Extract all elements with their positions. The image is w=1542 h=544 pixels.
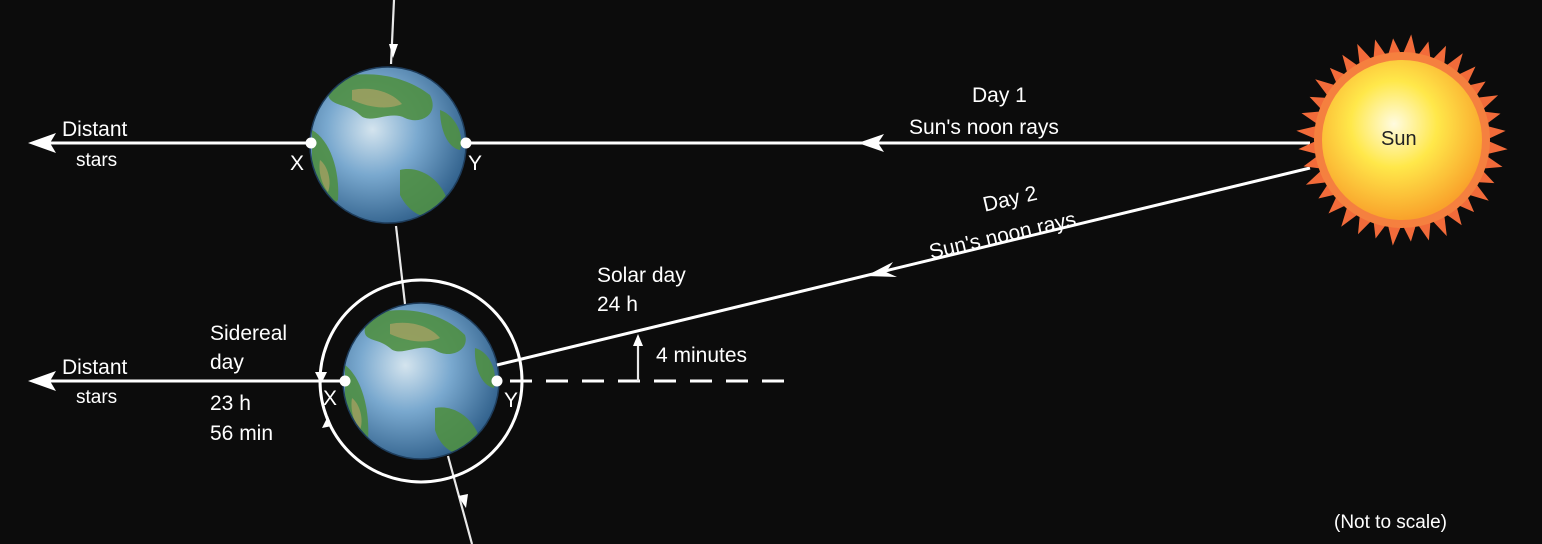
sun [1296,34,1508,246]
sun-corona-spike [1342,54,1360,76]
point-x-top [305,137,317,149]
rotation-arrow-lower [322,416,332,428]
sidereal-day-line2: day [210,351,244,374]
point-x-bottom [339,375,351,387]
not-to-scale-note: (Not to scale) [1334,512,1447,533]
orbit-path-middle [394,225,407,305]
day2-label-group: Day 2 Sun's noon rays [927,182,1078,264]
sun-corona-spike [1328,194,1348,214]
label-y-top: Y [468,152,482,175]
distant-stars-top-line2: stars [76,150,117,171]
rotation-arrow-left [315,372,327,384]
day2-rays-label: Sun's noon rays [927,208,1078,264]
sidereal-day-hours: 23 h [210,392,251,415]
sun-corona-spike [1456,66,1476,86]
sidereal-day-line1: Sidereal [210,322,287,345]
day2-ray-arrow [866,262,897,277]
day1-rays-label: Sun's noon rays [909,116,1059,139]
day1-label: Day 1 [972,84,1027,107]
distant-stars-arrow-bottom [28,371,56,391]
label-x-top: X [290,152,304,175]
earth-top [309,66,467,224]
day2-label: Day 2 [981,182,1040,217]
sun-corona-spike [1456,194,1475,213]
earth-bottom [342,302,500,460]
four-minutes-label: 4 minutes [656,344,747,367]
distant-stars-arrow-top [28,133,56,153]
orbit-path-top [389,0,396,65]
sun-corona-spike [1298,140,1320,155]
sun-corona-spike [1329,67,1348,86]
sun-corona-spike [1444,204,1462,226]
distant-stars-bottom-line2: stars [76,387,117,408]
sun-corona-spike [1296,125,1320,140]
solar-day-hours: 24 h [597,293,638,316]
sun-corona-spike [1484,140,1508,155]
sun-corona-spike [1484,125,1506,140]
sun-corona-spike [1387,222,1402,246]
four-minutes-arrow [633,334,643,346]
label-x-bottom: X [323,387,337,410]
label-y-bottom: Y [504,389,518,412]
sun-label: Sun [1381,128,1417,150]
day1-ray-arrow [858,134,884,152]
solar-day-label: Solar day [597,264,686,287]
day2-noon-ray [496,166,1311,367]
point-y-bottom [491,375,503,387]
sidereal-day-minutes: 56 min [210,422,273,445]
orbit-arrow-bottom [458,494,468,508]
point-y-top [460,137,472,149]
orbit-arrow-top [389,44,398,58]
sun-corona-spike [1402,34,1417,58]
sun-icon [1322,60,1482,220]
distant-stars-bottom-line1: Distant [62,356,128,379]
orbit-path-bottom [446,455,474,544]
distant-stars-top-line1: Distant [62,118,128,141]
